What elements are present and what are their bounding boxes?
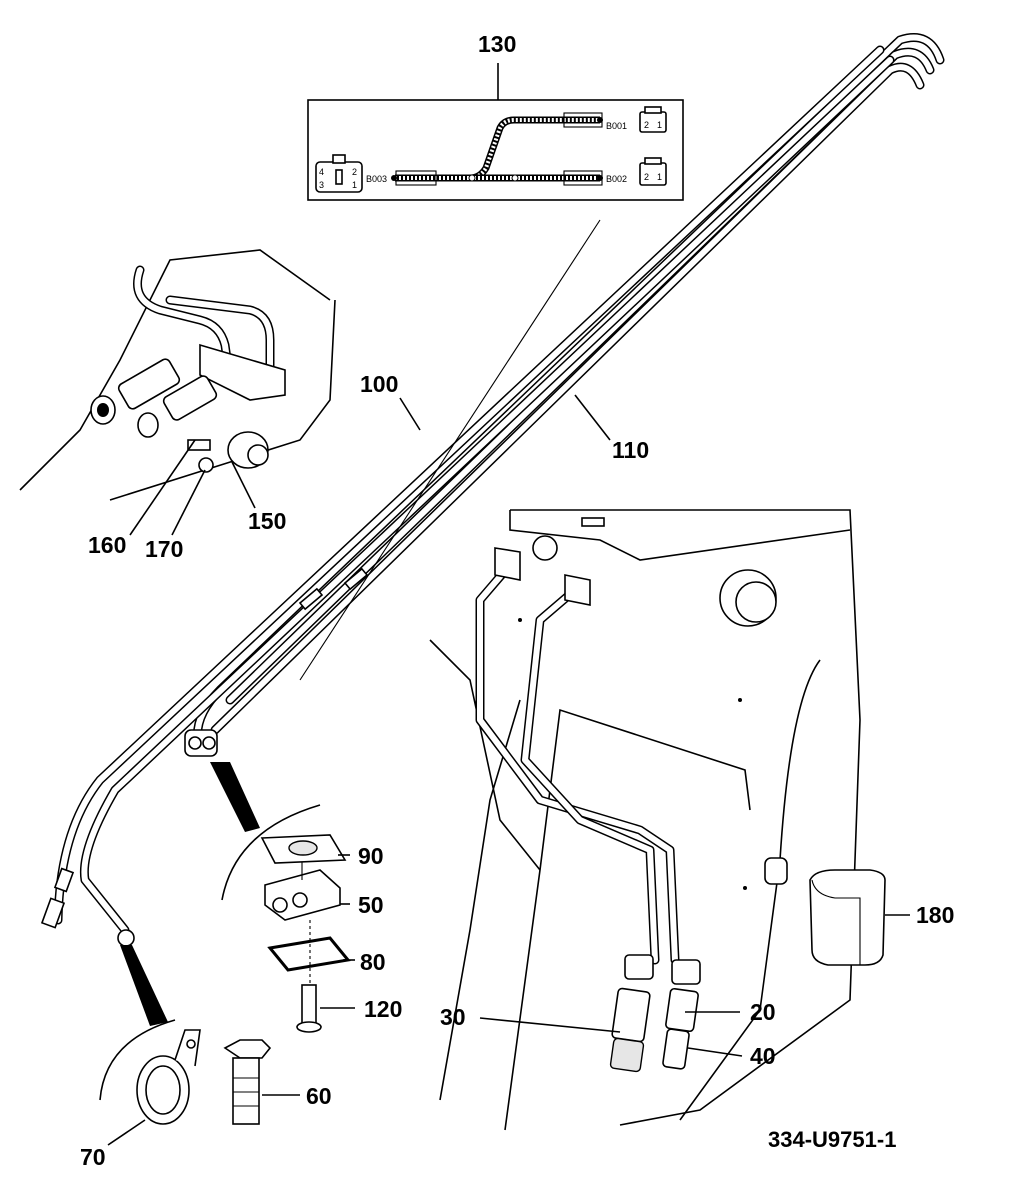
connector-b001-icon: 2 1 bbox=[639, 106, 667, 133]
callout-170: 170 bbox=[145, 536, 183, 562]
callout-100: 100 bbox=[360, 371, 398, 397]
pin-b003-3: 3 bbox=[319, 180, 324, 190]
connector-label-b003: B003 bbox=[366, 174, 387, 184]
connector-label-b001: B001 bbox=[606, 121, 627, 131]
junction-split-dot bbox=[468, 174, 476, 182]
hose-assembly-100-110 bbox=[40, 33, 945, 947]
leader-170 bbox=[171, 469, 206, 536]
junction-dot-b002 bbox=[597, 175, 603, 181]
pin-b001-2: 2 bbox=[644, 120, 649, 130]
leader-160 bbox=[129, 439, 196, 536]
bolt-60 bbox=[223, 1039, 272, 1125]
detail-pointer-pclip bbox=[120, 945, 168, 1026]
hose-cable bbox=[299, 219, 601, 681]
pin-b001-1: 1 bbox=[657, 120, 662, 130]
p-clip-70 bbox=[136, 1029, 201, 1125]
detail-pointer-clamp bbox=[210, 762, 260, 832]
leader-70 bbox=[107, 1119, 146, 1146]
callout-70: 70 bbox=[80, 1144, 106, 1170]
hose-end-fitting-a bbox=[40, 897, 66, 929]
callout-120: 120 bbox=[364, 996, 402, 1022]
coupler-30 bbox=[611, 987, 651, 1043]
quick-coupler-left bbox=[117, 358, 181, 410]
harness-inset-frame bbox=[307, 99, 684, 201]
machine-frame-right bbox=[429, 509, 861, 1131]
hose-end-fitting-b bbox=[53, 867, 75, 893]
hard-line-30 bbox=[520, 585, 660, 965]
clamp-exploded-detail bbox=[210, 762, 355, 1033]
junction-dot-b001 bbox=[597, 117, 603, 123]
hose-sleeve-a bbox=[298, 587, 324, 611]
callout-180: 180 bbox=[916, 902, 954, 928]
callout-130: 130 bbox=[478, 31, 516, 57]
bracket-160 bbox=[187, 439, 211, 451]
connector-housing-180 bbox=[809, 869, 910, 966]
callout-60: 60 bbox=[306, 1083, 332, 1109]
drawing-code: 334-U9751-1 bbox=[768, 1127, 896, 1152]
pin-b002-2: 2 bbox=[644, 172, 649, 182]
connector-label-b002: B002 bbox=[606, 174, 627, 184]
callout-30: 30 bbox=[440, 1004, 466, 1030]
harness-wire-upper bbox=[395, 116, 600, 182]
hose-sleeve-b bbox=[343, 567, 369, 591]
connector-b002-icon: 2 1 bbox=[639, 157, 667, 186]
bolt-120 bbox=[301, 984, 317, 1026]
pin-b003-1: 1 bbox=[352, 180, 357, 190]
callout-150: 150 bbox=[248, 508, 286, 534]
p-clip-on-hose bbox=[117, 929, 135, 947]
harness-inset: B001 B002 B003 2 1 2 1 4 3 2 1 bbox=[307, 63, 684, 201]
pin-b002-1: 1 bbox=[657, 172, 662, 182]
callout-110: 110 bbox=[612, 437, 649, 463]
leader-30 bbox=[479, 1017, 621, 1033]
pin-b003-2: 2 bbox=[352, 167, 357, 177]
callout-40: 40 bbox=[750, 1043, 776, 1069]
callout-50: 50 bbox=[358, 892, 384, 918]
callout-20: 20 bbox=[750, 999, 776, 1025]
coupler-bracket bbox=[199, 343, 286, 401]
nut-170 bbox=[198, 457, 214, 473]
leader-150 bbox=[231, 461, 256, 509]
p-clip-detail bbox=[99, 945, 300, 1146]
coupler-40 bbox=[665, 987, 699, 1033]
leader-40 bbox=[687, 1047, 743, 1057]
callout-90: 90 bbox=[358, 843, 384, 869]
callout-80: 80 bbox=[360, 949, 386, 975]
junction-split-dot-2 bbox=[511, 174, 519, 182]
leader-100 bbox=[399, 397, 421, 431]
pin-b003-4: 4 bbox=[319, 167, 324, 177]
callout-160: 160 bbox=[88, 532, 126, 558]
quick-coupler-right bbox=[162, 375, 218, 421]
junction-dot-b003 bbox=[391, 175, 397, 181]
coupler-detail-top-left bbox=[19, 249, 336, 536]
leader-110 bbox=[574, 394, 611, 441]
connector-b003-icon: 4 3 2 1 bbox=[315, 154, 363, 193]
clamp-plate-80 bbox=[267, 936, 351, 972]
